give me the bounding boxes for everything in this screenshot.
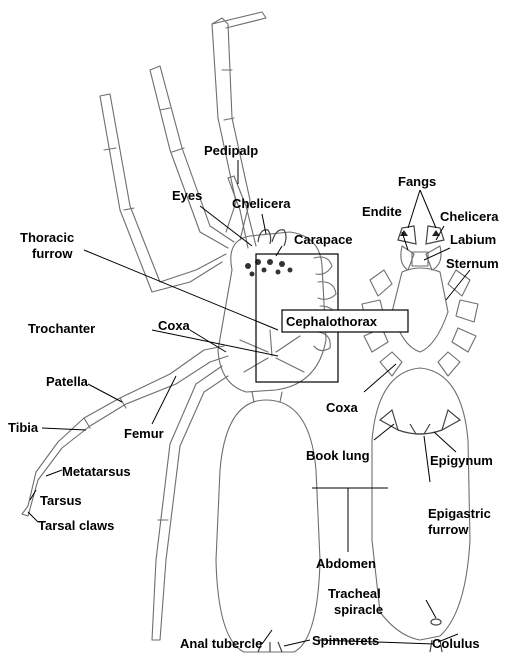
label-pedipalp: Pedipalp	[204, 143, 258, 158]
label-epigastric-furrow-line1: Epigastric	[428, 506, 491, 521]
label-spinnerets: Spinnerets	[312, 633, 379, 648]
label-sternum: Sternum	[446, 256, 499, 271]
label-carapace: Carapace	[294, 232, 353, 247]
label-thoracic-furrow-line1: Thoracic	[20, 230, 74, 245]
label-tracheal-spiracle-line1: Tracheal	[328, 586, 381, 601]
label-tracheal-spiracle-line2: spiracle	[334, 602, 383, 617]
label-tibia: Tibia	[8, 420, 39, 435]
label-tarsus: Tarsus	[40, 493, 82, 508]
label-epigastric-furrow-line2: furrow	[428, 522, 469, 537]
label-abdomen: Abdomen	[316, 556, 376, 571]
label-trochanter: Trochanter	[28, 321, 95, 336]
label-colulus: Colulus	[432, 636, 480, 651]
label-metatarsus: Metatarsus	[62, 464, 131, 479]
label-fangs: Fangs	[398, 174, 436, 189]
label-chelicera-dorsal: Chelicera	[232, 196, 291, 211]
labels: Pedipalp Eyes Chelicera Carapace Thoraci…	[8, 143, 499, 651]
label-epigynum: Epigynum	[430, 453, 493, 468]
label-book-lung: Book lung	[306, 448, 370, 463]
label-labium: Labium	[450, 232, 496, 247]
label-patella: Patella	[46, 374, 89, 389]
label-coxa-dorsal: Coxa	[158, 318, 191, 333]
label-endite: Endite	[362, 204, 402, 219]
label-tarsal-claws: Tarsal claws	[38, 518, 114, 533]
label-coxa-ventral: Coxa	[326, 400, 359, 415]
label-cephalothorax: Cephalothorax	[286, 314, 378, 329]
label-chelicera-ventral: Chelicera	[440, 209, 499, 224]
label-anal-tubercle: Anal tubercle	[180, 636, 262, 651]
label-thoracic-furrow-line2: furrow	[32, 246, 73, 261]
label-eyes: Eyes	[172, 188, 202, 203]
label-femur: Femur	[124, 426, 164, 441]
